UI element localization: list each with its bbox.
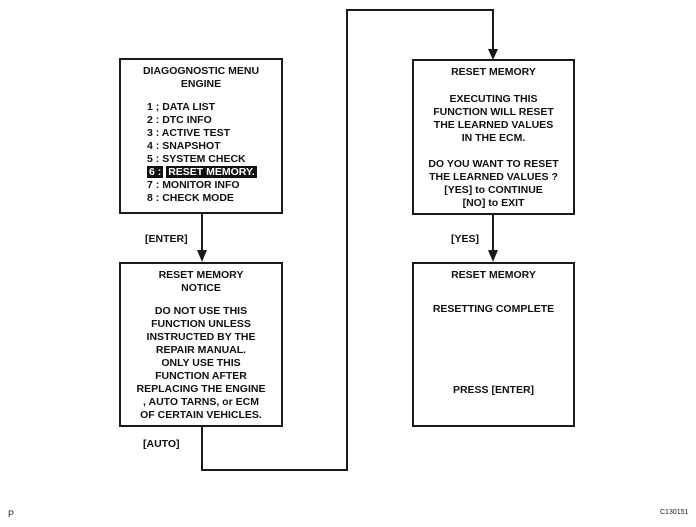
menu-title-line-2: ENGINE xyxy=(180,78,222,90)
confirm-line: [NO] to EXIT xyxy=(462,197,525,209)
menu-item-label: DTC INFO xyxy=(162,114,212,126)
menu-item: 2 : DTC INFO xyxy=(147,114,281,127)
notice-line: DO NOT USE THIS xyxy=(154,305,248,317)
menu-item-number: 1 ; xyxy=(147,101,160,113)
menu-item: 4 : SNAPSHOT xyxy=(147,140,281,153)
figure-code: C130151 xyxy=(660,509,689,516)
menu-item-label: MONITOR INFO xyxy=(162,179,240,191)
confirm-line: IN THE ECM. xyxy=(461,132,526,144)
yes-label: [YES] xyxy=(451,233,480,245)
confirm-line: DO YOU WANT TO RESET xyxy=(428,158,559,170)
confirm-line: THE LEARNED VALUES xyxy=(433,119,554,131)
notice-line: , AUTO TARNS, or ECM xyxy=(143,396,259,408)
menu-item-number: 7 : xyxy=(147,179,160,191)
notice-line: FUNCTION UNLESS xyxy=(151,318,251,330)
complete-message: RESETTING COMPLETE xyxy=(432,303,555,315)
menu-item-label: SYSTEM CHECK xyxy=(162,153,246,165)
menu-item-number: 8 : xyxy=(147,192,160,204)
confirm-line: FUNCTION WILL RESET xyxy=(433,106,554,118)
menu-item-label: ACTIVE TEST xyxy=(161,127,231,139)
menu-item: 6 : RESET MEMORY. xyxy=(147,166,281,179)
confirm-body-2: DO YOU WANT TO RESET THE LEARNED VALUES … xyxy=(414,158,573,210)
reset-memory-notice-box: RESET MEMORY NOTICE DO NOT USE THIS FUNC… xyxy=(119,262,283,427)
arrow-auto-head xyxy=(488,49,498,60)
arrow-enter-head xyxy=(197,250,207,262)
menu-item-label: DATA LIST xyxy=(162,101,216,113)
arrow-auto-line xyxy=(201,9,494,471)
notice-title-line-2: NOTICE xyxy=(181,282,221,294)
menu-item: 8 : CHECK MODE xyxy=(147,192,281,205)
menu-item-number: 5 : xyxy=(147,153,160,165)
menu-item-label: SNAPSHOT xyxy=(162,140,221,152)
menu-item-label: CHECK MODE xyxy=(162,192,234,204)
menu-item: 5 : SYSTEM CHECK xyxy=(147,153,281,166)
notice-line: INSTRUCTED BY THE xyxy=(146,331,256,343)
menu-item-label: RESET MEMORY. xyxy=(166,166,257,178)
reset-memory-confirm-box: RESET MEMORY EXECUTING THIS FUNCTION WIL… xyxy=(412,59,575,215)
menu-item: 1 ; DATA LIST xyxy=(147,101,281,114)
complete-title: RESET MEMORY xyxy=(451,269,536,281)
menu-item-number: 4 : xyxy=(147,140,160,152)
arrow-yes-head xyxy=(488,250,498,262)
reset-memory-complete-box: RESET MEMORY RESETTING COMPLETE PRESS [E… xyxy=(412,262,575,427)
menu-title-line-1: DIAGOGNOSTIC MENU xyxy=(142,65,260,77)
notice-title-line-1: RESET MEMORY xyxy=(158,269,244,281)
confirm-body-1: EXECUTING THIS FUNCTION WILL RESET THE L… xyxy=(414,93,573,145)
notice-line: REPLACING THE ENGINE xyxy=(136,383,266,395)
menu-item-number: 6 : xyxy=(147,166,164,178)
notice-line: REPAIR MANUAL. xyxy=(155,344,247,356)
menu-item-number: 3 : xyxy=(147,127,160,139)
confirm-title: RESET MEMORY xyxy=(451,66,536,78)
notice-line: ONLY USE THIS xyxy=(161,357,241,369)
notice-line: OF CERTAIN VEHICLES. xyxy=(140,409,262,421)
confirm-line: THE LEARNED VALUES ? xyxy=(429,171,558,183)
notice-line: FUNCTION AFTER xyxy=(155,370,247,382)
auto-label: [AUTO] xyxy=(143,438,180,450)
complete-footer: PRESS [ENTER] xyxy=(452,384,535,396)
menu-item: 7 : MONITOR INFO xyxy=(147,179,281,192)
notice-body: DO NOT USE THIS FUNCTION UNLESS INSTRUCT… xyxy=(121,305,281,422)
confirm-line: EXECUTING THIS xyxy=(449,93,538,105)
corner-left-mark: P xyxy=(8,509,15,519)
confirm-line: [YES] to CONTINUE xyxy=(444,184,543,196)
enter-label: [ENTER] xyxy=(145,233,188,245)
menu-item: 3 : ACTIVE TEST xyxy=(147,127,281,140)
menu-item-number: 2 : xyxy=(147,114,160,126)
